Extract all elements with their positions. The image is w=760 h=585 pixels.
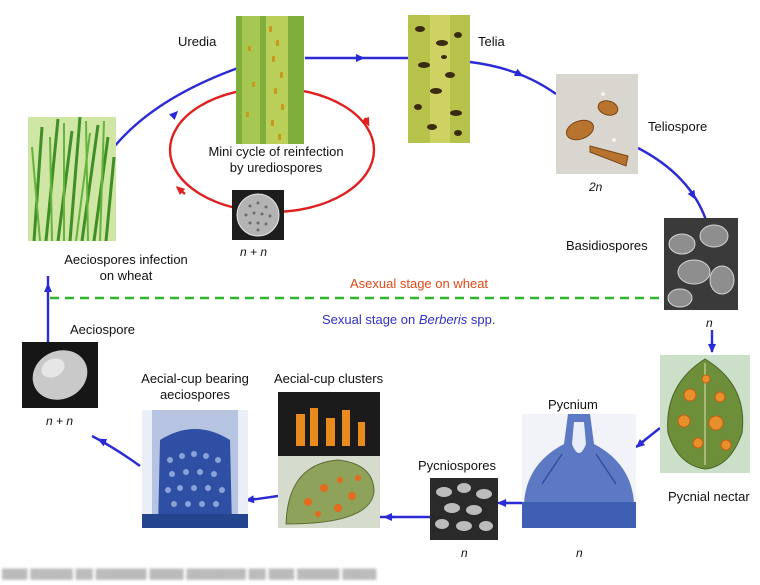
wheat-field-image (28, 117, 116, 241)
pycniospores-micrograph (430, 478, 498, 540)
label-aeciospore-ploidy: n + n (46, 414, 73, 428)
label-asexual-stage: Asexual stage on wheat (350, 276, 488, 291)
uredia-leaf-image (236, 16, 304, 144)
label-pycnial-nectar: Pycnial nectar (668, 489, 750, 505)
label-sexual-stage-host: Berberis (419, 312, 467, 327)
label-aeciospores-infection-line2: on wheat (36, 268, 216, 284)
label-aecial-cup-bearing-line1: Aecial-cup bearing (130, 371, 260, 387)
label-aeciospores-infection-line1: Aeciospores infection (36, 252, 216, 268)
telia-leaf-image (408, 15, 470, 143)
label-sexual-stage: Sexual stage on Berberis spp. (322, 312, 495, 327)
label-uredia: Uredia (178, 34, 216, 50)
label-aecial-cup-bearing: Aecial-cup bearing aeciospores (130, 371, 260, 403)
urediospore-micrograph (232, 190, 284, 240)
basidiospores-micrograph (664, 218, 738, 310)
label-pycnium-ploidy: n (576, 546, 583, 560)
label-teliospore: Teliospore (648, 119, 707, 135)
aecial-cup-section-image (142, 410, 248, 528)
label-mini-cycle-line1: Mini cycle of reinfection (176, 144, 376, 160)
label-sexual-stage-suffix: spp. (467, 312, 495, 327)
label-urediospore-ploidy: n + n (240, 245, 267, 259)
label-aecial-cup-bearing-line2: aeciospores (130, 387, 260, 403)
label-mini-cycle-line2: by urediospores (176, 160, 376, 176)
label-basidiospores-ploidy: n (706, 316, 713, 330)
arrow-telia-to-teliospore (470, 62, 556, 94)
label-aeciospore: Aeciospore (70, 322, 135, 338)
arrow-teliospore-to-basidiospores (638, 148, 706, 220)
aecial-cup-clusters-image (278, 392, 380, 528)
label-pycniospores: Pycniospores (418, 458, 496, 474)
label-aeciospores-infection: Aeciospores infection on wheat (36, 252, 216, 284)
label-mini-cycle: Mini cycle of reinfection by urediospore… (176, 144, 376, 176)
label-pycnium: Pycnium (548, 397, 598, 413)
arrow-aecial-cup-to-aeciospore (92, 436, 140, 466)
label-basidiospores: Basidiospores (566, 238, 648, 254)
label-aecial-cup-clusters: Aecial-cup clusters (274, 371, 383, 387)
label-sexual-stage-prefix: Sexual stage on (322, 312, 419, 327)
pycnium-section-image (522, 414, 636, 528)
blurred-caption-region: ▇▇▇ ▇▇▇▇▇ ▇▇ ▇▇▇▇▇▇ ▇▇▇▇ ▇▇▇▇▇▇▇ ▇▇ ▇▇▇ … (2, 567, 522, 585)
label-teliospore-ploidy: 2n (589, 180, 602, 194)
label-pycniospores-ploidy: n (461, 546, 468, 560)
label-telia: Telia (478, 34, 505, 50)
teliospore-micrograph (556, 74, 638, 174)
aeciospore-micrograph (22, 342, 98, 408)
barberry-leaf-pycnia-image (660, 355, 750, 473)
arrow-wheat-to-uredia (110, 68, 238, 152)
